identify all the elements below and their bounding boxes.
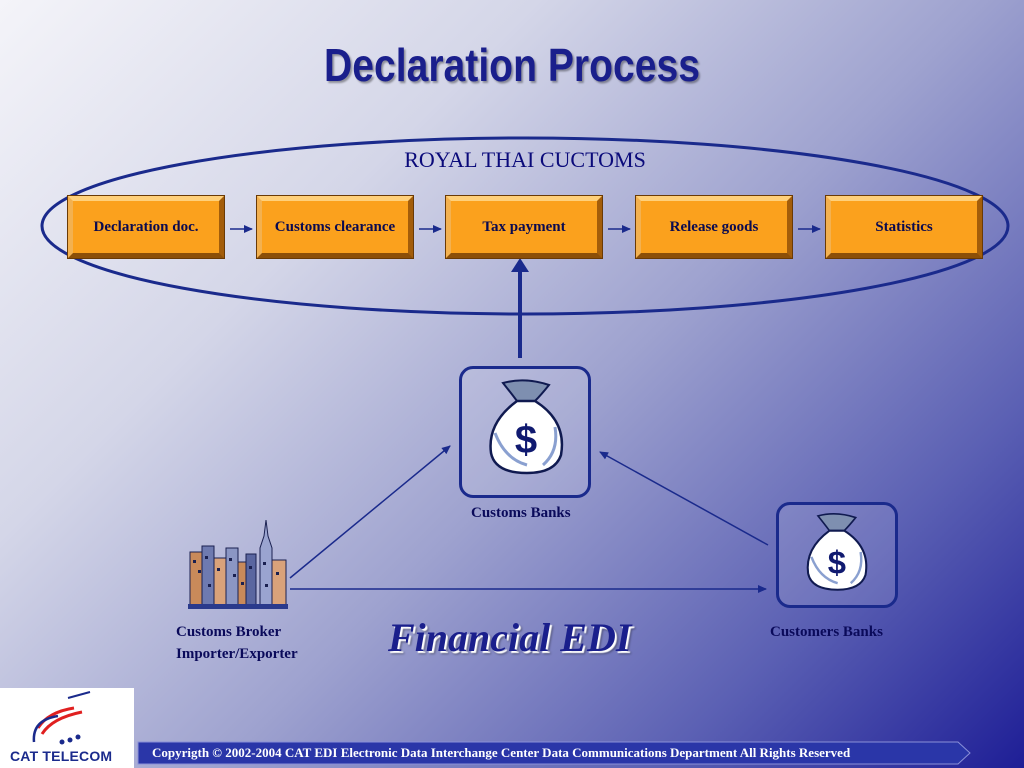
money-bag-icon: $ [806, 513, 868, 591]
importer-exporter-label: Importer/Exporter [176, 646, 298, 662]
royal-thai-customs-label: ROYAL THAI CUCTOMS [404, 147, 646, 172]
cat-telecom-logo-text: CAT TELECOM [10, 748, 113, 764]
arrow-broker-to-customs-bank [289, 445, 451, 579]
city-skyline-icon [188, 519, 288, 609]
slide-title: Declaration Process [324, 39, 700, 91]
arrow-customers-bank-to-customs-bank [599, 451, 769, 546]
money-bag-icon: $ [489, 379, 564, 475]
step-tax-payment: Tax payment [445, 195, 603, 259]
arrow-bank-to-tax-head [511, 258, 529, 272]
step-customs-clearance: Customs clearance [256, 195, 414, 259]
footer-copyright: Copyrigth © 2002-2004 CAT EDI Electronic… [152, 745, 851, 760]
customs-banks-box: $ [459, 366, 591, 498]
svg-text:$: $ [828, 543, 846, 580]
customs-banks-label: Customs Banks [471, 505, 571, 521]
footer-ribbon [137, 741, 971, 765]
step-statistics: Statistics [825, 195, 983, 259]
financial-edi-label: Financial EDI [388, 615, 632, 660]
step-release-goods: Release goods [635, 195, 793, 259]
royal-thai-customs-ellipse [40, 136, 1010, 316]
logo-background [0, 688, 134, 768]
step-declaration-doc: Declaration doc. [67, 195, 225, 259]
cat-telecom-logo-icon [32, 691, 91, 745]
svg-text:$: $ [515, 418, 537, 462]
customers-banks-box: $ [776, 502, 898, 608]
customs-broker-label: Customs Broker [176, 624, 282, 640]
customers-banks-label: Customers Banks [770, 624, 883, 640]
